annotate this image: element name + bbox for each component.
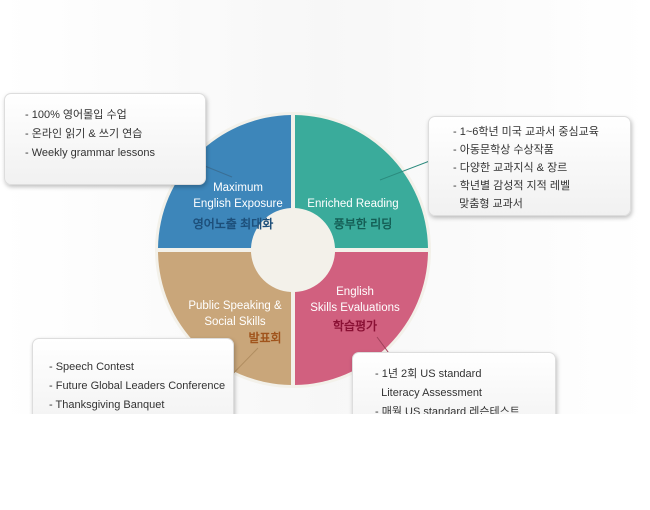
- callout-skills-evaluations: - 1년 2회 US standard Literacy Assessment …: [352, 352, 556, 414]
- segment-enriched-reading: [295, 115, 428, 248]
- label-skills-evaluations: English Skills Evaluations 학습평가: [300, 284, 410, 334]
- list-item: - Speech Contest: [49, 361, 134, 373]
- label-public-speaking: Public Speaking & Social Skills 발표회: [180, 298, 290, 346]
- callout-maximum-exposure: - 100% 영어몰입 수업 - 온라인 읽기 & 쓰기 연습 - Weekly…: [4, 93, 206, 185]
- list-item: - Future Global Leaders Conference: [49, 380, 226, 392]
- callout-enriched-reading: - 1~6학년 미국 교과서 중심교육 - 아동문학상 수상작품 - 다양한 교…: [428, 116, 631, 216]
- segment-title: Social Skills: [204, 316, 266, 328]
- segment-title: Skills Evaluations: [310, 302, 400, 314]
- list-item: - 100% 영어몰입 수업: [25, 109, 127, 121]
- segment-public-speaking: [158, 252, 291, 385]
- list-item: - 1년 2회 US standard: [375, 368, 482, 380]
- list-item: - 온라인 읽기 & 쓰기 연습: [25, 128, 143, 140]
- label-enriched-reading: Enriched Reading 풍부한 리딩: [298, 196, 408, 232]
- list-item: - 학년별 감성적 지적 레벨: [453, 180, 571, 192]
- segment-korean: 발표회: [248, 331, 282, 345]
- list-item: 맞춤형 교과서: [453, 198, 523, 210]
- segment-korean: 영어노출 최대화: [192, 217, 274, 231]
- list-item: - 다양한 교과지식 & 장르: [453, 162, 568, 174]
- segment-korean: 풍부한 리딩: [333, 217, 393, 231]
- list-item: - 1~6학년 미국 교과서 중심교육: [453, 126, 599, 138]
- diagram: Maximum English Exposure 영어노출 최대화 Enrich…: [0, 0, 650, 414]
- segment-title: English: [336, 286, 374, 298]
- segment-title: Public Speaking &: [188, 300, 282, 312]
- donut-chart: [155, 112, 441, 388]
- segment-title: Enriched Reading: [307, 198, 399, 210]
- list-item: - 아동문학상 수상작품: [453, 144, 554, 156]
- segment-title: English Exposure: [193, 198, 283, 210]
- segment-korean: 학습평가: [332, 319, 378, 333]
- list-item: - Weekly grammar lessons: [25, 147, 155, 159]
- segment-maximum-exposure: [158, 115, 291, 248]
- callout-public-speaking: - Speech Contest - Future Global Leaders…: [32, 338, 234, 414]
- list-item: Literacy Assessment: [375, 387, 482, 399]
- list-item: - 매월 US standard 레슨테스트: [375, 406, 520, 414]
- label-maximum-exposure: Maximum English Exposure 영어노출 최대화: [178, 180, 298, 232]
- segment-title: Maximum: [213, 182, 263, 194]
- segment-skills-evaluations: [295, 252, 428, 385]
- list-item: - Thanksgiving Banquet: [49, 399, 165, 411]
